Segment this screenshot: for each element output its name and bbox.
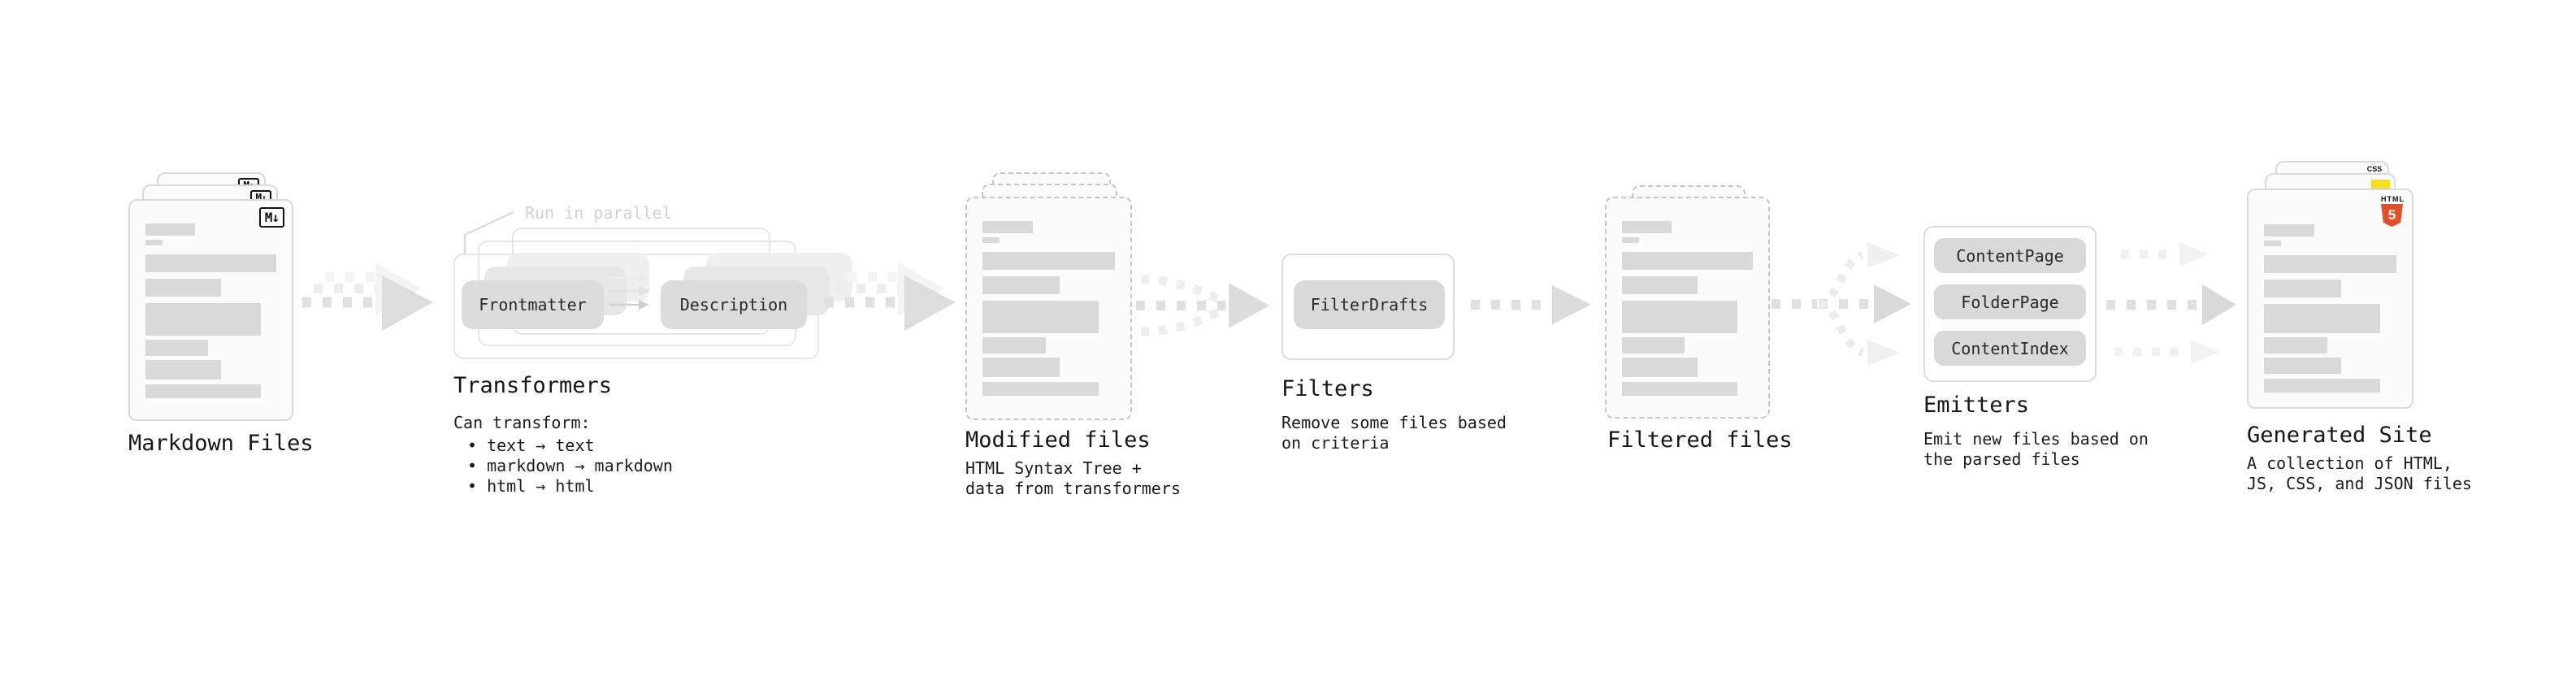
filter-drafts-pill: FilterDrafts xyxy=(1294,280,1445,329)
file-card-html: HTML 5 xyxy=(2247,189,2413,409)
text-line-bar xyxy=(1622,252,1753,270)
text-line-bar xyxy=(145,223,196,236)
can-transform-title: Can transform: xyxy=(453,413,591,432)
text-line-bar xyxy=(1622,276,1698,294)
frontmatter-box: Frontmatter xyxy=(462,280,604,329)
converging-dashed-arrow xyxy=(1136,275,1269,336)
text-line-bar xyxy=(2264,337,2328,354)
dashed-arrow xyxy=(1471,285,1591,324)
folder-page-pill: FolderPage xyxy=(1934,284,2086,319)
text-line-bar xyxy=(982,237,1000,243)
html5-icon: HTML 5 xyxy=(2381,195,2404,227)
description-line: data from transformers xyxy=(965,479,1181,498)
stage-label-generated-site: Generated Site xyxy=(2247,423,2432,448)
text-line-bar xyxy=(982,358,1060,377)
text-line-bar xyxy=(1622,358,1698,377)
generated-site-description: A collection of HTML, JS, CSS, and JSON … xyxy=(2247,453,2472,494)
text-line-bar xyxy=(1622,237,1639,243)
stage-label-modified-files: Modified files xyxy=(965,427,1151,453)
text-line-bar xyxy=(145,384,261,398)
text-line-bar xyxy=(1622,382,1737,396)
stage-label-transformers: Transformers xyxy=(453,373,613,398)
document-preview xyxy=(130,201,292,398)
modified-files-description: HTML Syntax Tree + data from transformer… xyxy=(965,458,1181,499)
text-line-bar xyxy=(982,382,1099,396)
text-line-bar xyxy=(1622,221,1672,233)
file-card-front xyxy=(965,197,1132,420)
text-line-bar xyxy=(982,337,1047,354)
dashed-arrow xyxy=(2106,284,2236,325)
text-line-bar xyxy=(1622,301,1737,333)
bullet-item: • html → html xyxy=(467,476,595,496)
stage-label-emitters: Emitters xyxy=(1923,393,2030,418)
markdown-icon: M↓ xyxy=(258,207,284,228)
description-line: Emit new files based on xyxy=(1923,429,2149,449)
file-card-front xyxy=(1605,197,1770,419)
text-line-bar xyxy=(145,303,261,336)
document-preview xyxy=(967,198,1130,396)
run-in-parallel-callout: Run in parallel xyxy=(525,203,672,223)
transformers-description: Can transform: • text → text • markdown … xyxy=(453,413,673,497)
text-line-bar xyxy=(2264,358,2341,374)
text-line-bar xyxy=(145,279,222,297)
text-line-bar xyxy=(2264,379,2381,393)
document-preview xyxy=(2249,190,2412,393)
text-line-bar xyxy=(145,360,222,380)
text-line-bar xyxy=(982,221,1033,233)
faint-dashed-arrow xyxy=(2114,340,2220,364)
filters-description: Remove some files based on criteria xyxy=(1281,413,1507,453)
dashed-arrow xyxy=(302,262,433,331)
callout-leader-line xyxy=(463,210,514,254)
faint-dashed-arrow xyxy=(2121,242,2209,267)
text-line-bar xyxy=(1622,337,1685,354)
description-line: JS, CSS, and JSON files xyxy=(2247,474,2472,493)
description-box: Description xyxy=(661,280,807,329)
stage-label-markdown-files: Markdown Files xyxy=(128,431,314,456)
description-line: the parsed files xyxy=(1923,449,2080,469)
document-preview xyxy=(1607,198,1768,396)
stage-label-filtered-files: Filtered files xyxy=(1607,427,1793,453)
parallel-step-arrows xyxy=(609,273,649,310)
bullet-item: • markdown → markdown xyxy=(467,456,673,475)
text-line-bar xyxy=(2264,255,2396,273)
file-card-front: M↓ xyxy=(128,199,293,421)
emitters-description: Emit new files based on the parsed files xyxy=(1923,429,2149,470)
text-line-bar xyxy=(145,340,209,356)
dashed-arrow xyxy=(825,262,956,331)
content-page-pill: ContentPage xyxy=(1934,238,2086,273)
description-line: on criteria xyxy=(1281,433,1390,453)
text-line-bar xyxy=(2264,241,2282,246)
stage-label-filters: Filters xyxy=(1281,376,1374,401)
js-icon xyxy=(2371,180,2390,191)
diverging-dashed-arrow xyxy=(1772,242,1911,366)
text-line-bar xyxy=(2264,304,2381,333)
bullet-item: • text → text xyxy=(467,436,595,455)
text-line-bar xyxy=(982,301,1099,333)
content-index-pill: ContentIndex xyxy=(1934,331,2086,366)
description-line: A collection of HTML, xyxy=(2247,453,2452,473)
text-line-bar xyxy=(2264,280,2341,297)
text-line-bar xyxy=(982,252,1115,270)
description-line: Remove some files based xyxy=(1281,413,1507,432)
description-line: HTML Syntax Tree + xyxy=(965,458,1142,478)
text-line-bar xyxy=(145,254,276,272)
text-line-bar xyxy=(2264,224,2314,236)
text-line-bar xyxy=(145,240,163,245)
text-line-bar xyxy=(982,276,1060,294)
